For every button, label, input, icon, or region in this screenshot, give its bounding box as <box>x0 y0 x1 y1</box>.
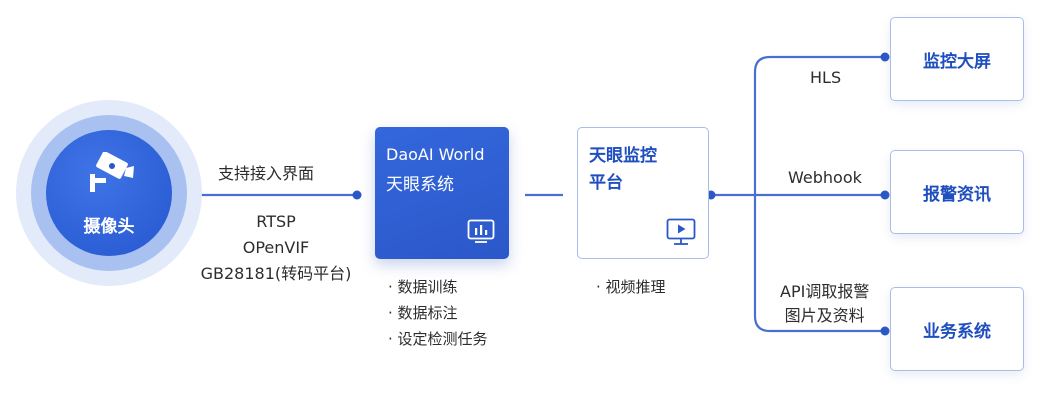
daoai-system-box <box>375 127 509 259</box>
alarm-endpoint-dot <box>880 190 890 200</box>
channel-api-line: API调取报警 <box>780 282 870 301</box>
protocol-item: GB28181(转码平台) <box>200 264 352 283</box>
channel-hls-label: HLS <box>810 68 842 87</box>
daoai-title: DaoAI World <box>386 145 485 164</box>
monitor-feature-list: 视频推理 <box>596 274 666 300</box>
feature-item: 数据训练 <box>388 274 488 300</box>
daoai-endpoint-dot <box>352 190 362 200</box>
feature-item: 设定检测任务 <box>388 326 488 352</box>
protocol-item: OPenVIF <box>242 238 310 257</box>
daoai-subtitle: 天眼系统 <box>386 175 454 195</box>
protocol-list: RTSP OPenVIF GB28181(转码平台) <box>196 209 356 287</box>
business-system-box: 业务系统 <box>890 287 1024 371</box>
feature-item: 数据标注 <box>388 300 488 326</box>
daoai-feature-list: 数据训练 数据标注 设定检测任务 <box>388 274 488 352</box>
feature-item: 视频推理 <box>596 274 666 300</box>
screen-endpoint-dot <box>880 52 890 62</box>
monitor-platform-box <box>577 127 709 259</box>
protocol-item: RTSP <box>256 212 296 231</box>
camera-icon <box>90 152 134 192</box>
bar-chart-icon <box>467 219 495 243</box>
business-endpoint-dot <box>880 326 890 336</box>
channel-api-line: 图片及资料 <box>784 306 865 325</box>
channel-api-label: API调取报警 图片及资料 <box>780 280 869 328</box>
channel-webhook-label: Webhook <box>788 168 862 187</box>
monitor-subtitle: 平台 <box>589 173 623 193</box>
camera-node <box>46 130 172 256</box>
video-monitor-icon <box>666 218 696 245</box>
camera-label: 摄像头 <box>83 217 135 237</box>
monitor-screen-box: 监控大屏 <box>890 17 1024 101</box>
branch-bottom-line <box>753 195 885 333</box>
monitor-title: 天眼监控 <box>589 146 657 166</box>
alarm-info-box: 报警资讯 <box>890 150 1024 234</box>
interface-title: 支持接入界面 <box>218 164 315 183</box>
branch-top-line <box>753 55 885 195</box>
